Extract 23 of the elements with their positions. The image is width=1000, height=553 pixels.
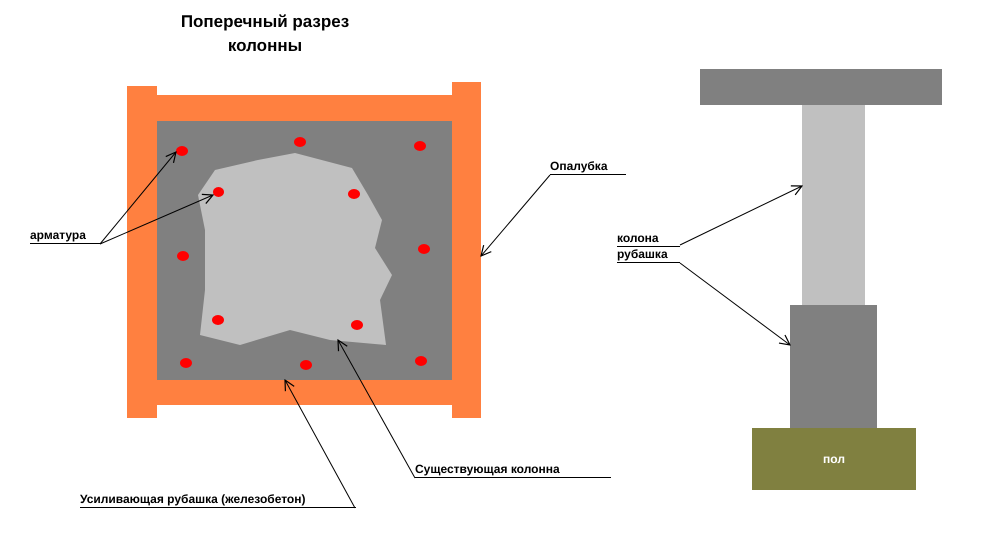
callout-label: Существующая колонна <box>415 462 611 478</box>
jacket-section <box>157 121 452 380</box>
existing-column-section <box>198 153 392 347</box>
leader-line <box>480 174 550 257</box>
floor-block: пол <box>752 428 916 490</box>
leader-line <box>100 151 177 244</box>
formwork-plank <box>452 82 481 418</box>
callout-label: арматура <box>30 228 100 244</box>
diagram-title: Поперечный разрез колонны <box>180 11 350 57</box>
leader-line <box>284 379 356 508</box>
callout-label: колона <box>617 231 680 247</box>
leader-line <box>100 194 214 244</box>
formwork-plank <box>127 86 157 418</box>
slab-block <box>700 69 942 105</box>
callout-label: рубашка <box>617 247 680 263</box>
callout-label: Опалубка <box>550 159 626 175</box>
jacket-block <box>790 305 877 428</box>
leader-line <box>680 185 803 246</box>
callout-label: Усиливающая рубашка (железобетон) <box>80 492 356 508</box>
leader-line <box>680 262 791 346</box>
rebar-dot <box>176 146 188 156</box>
leader-line <box>337 339 416 478</box>
column-shaft <box>802 105 865 305</box>
